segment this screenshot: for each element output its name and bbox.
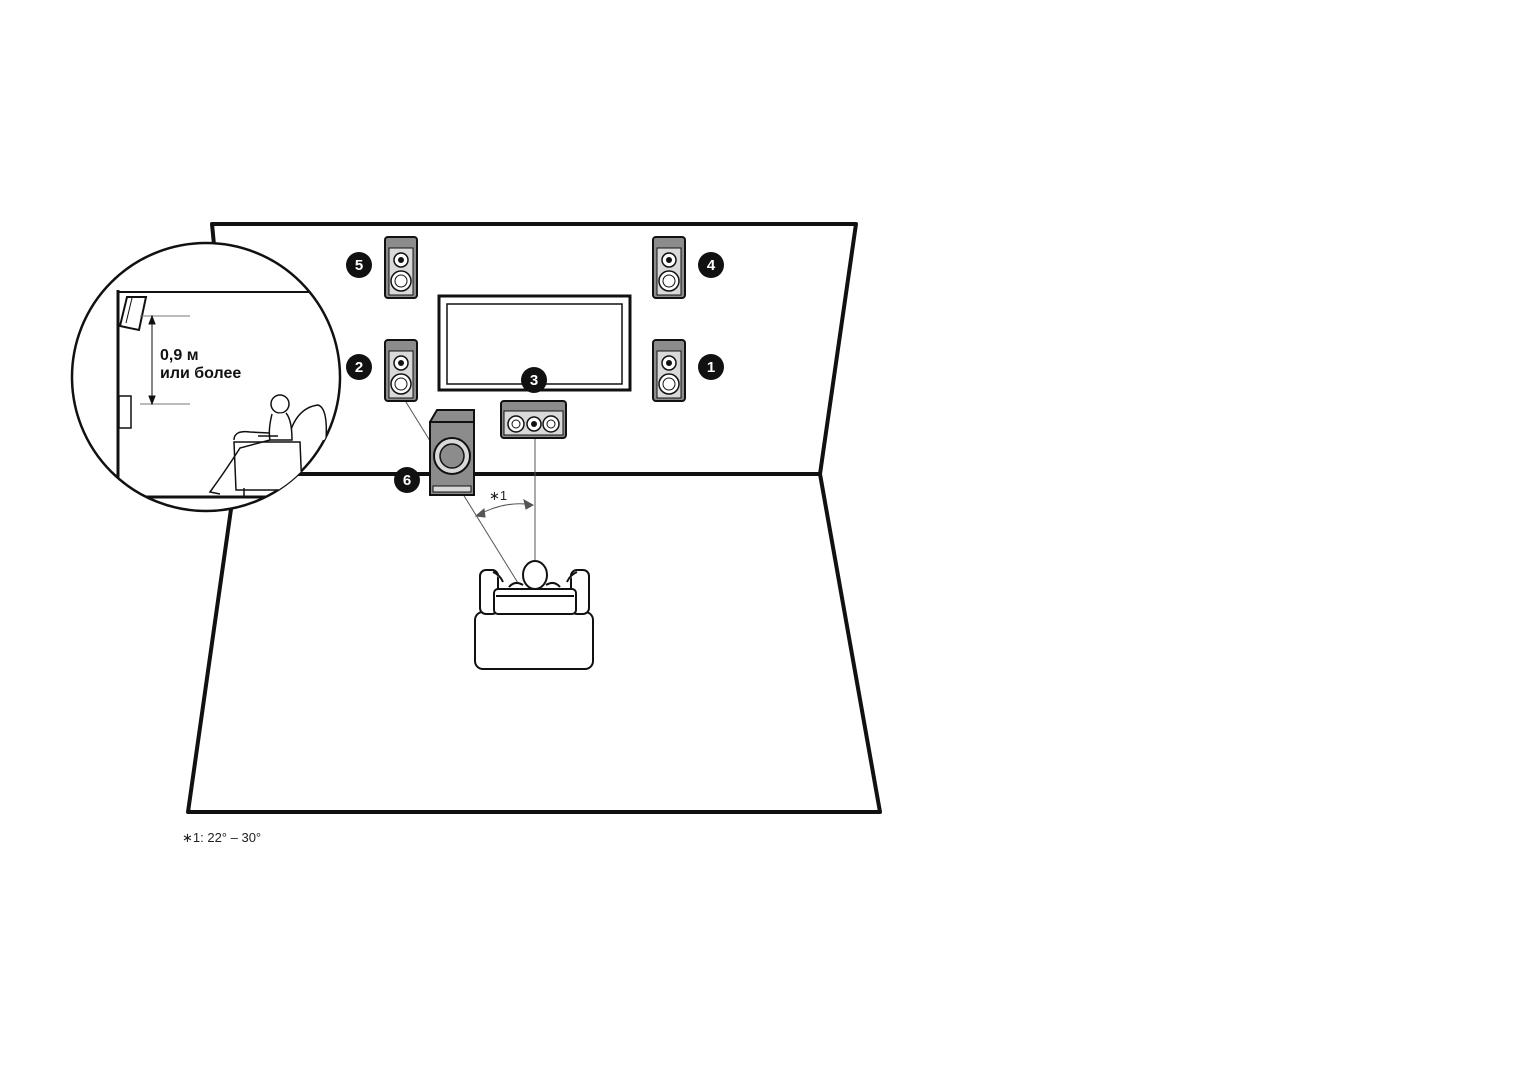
speaker-front-left: [384, 339, 418, 402]
badge-height-right: 4: [698, 252, 724, 278]
badge-subwoofer: 6: [394, 467, 420, 493]
side-view-inset: 0,9 м или более: [70, 241, 342, 513]
height-label-line2: или более: [160, 365, 241, 382]
speaker-front-right: [652, 339, 686, 402]
svg-text:4: 4: [707, 257, 716, 274]
subwoofer: [429, 409, 475, 496]
speaker-height-left: [384, 236, 418, 299]
footnote: ∗1: 22° – 30°: [182, 830, 261, 845]
svg-text:6: 6: [403, 472, 411, 489]
badge-height-left: 5: [346, 252, 372, 278]
svg-text:2: 2: [355, 359, 363, 376]
speaker-center: [500, 400, 567, 439]
angle-marker: ∗1: [489, 488, 507, 503]
badge-front-left: 2: [346, 354, 372, 380]
badge-front-right: 1: [698, 354, 724, 380]
height-label-line1: 0,9 м: [160, 347, 199, 364]
svg-text:1: 1: [707, 359, 715, 376]
badge-center: 3: [521, 367, 547, 393]
speaker-height-right: [652, 236, 686, 299]
svg-text:5: 5: [355, 257, 363, 274]
sofa-with-listener: [474, 560, 594, 670]
svg-text:3: 3: [530, 372, 538, 389]
